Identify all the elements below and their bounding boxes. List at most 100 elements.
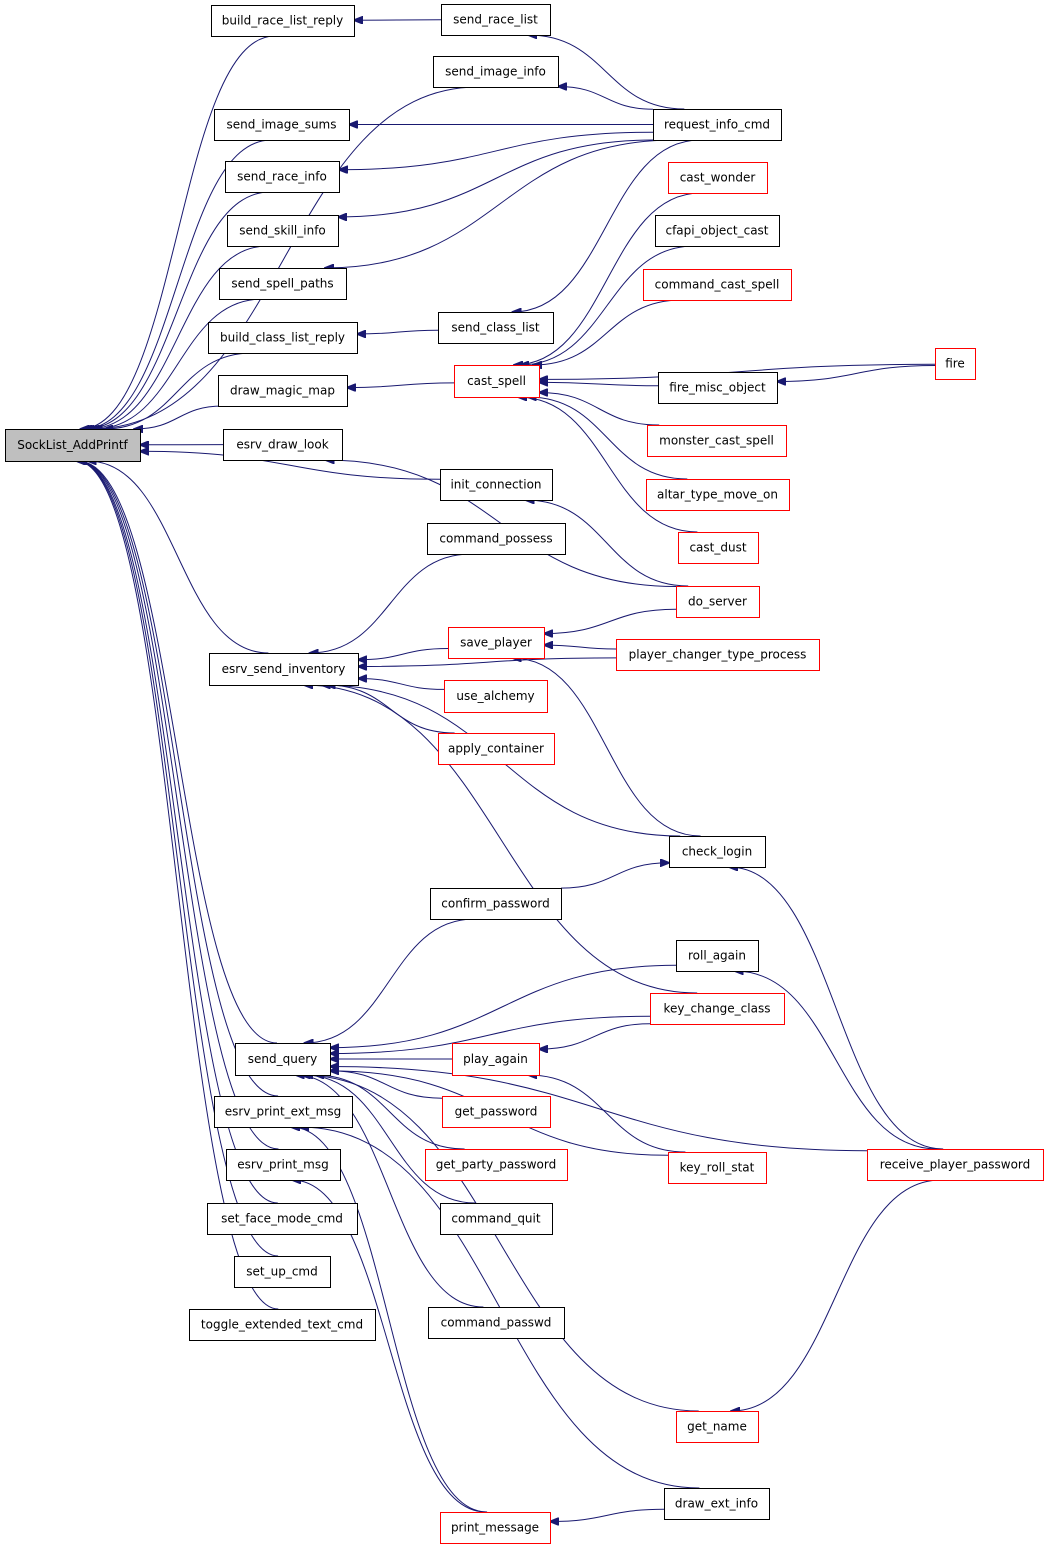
node-draw-magic-map[interactable]: draw_magic_map <box>218 375 348 407</box>
node-label-get-password: get_password <box>455 1105 538 1119</box>
node-box-altar-type-move-on <box>646 479 790 511</box>
node-box-key-roll-stat <box>668 1152 767 1184</box>
node-apply-container[interactable]: apply_container <box>438 733 555 765</box>
node-draw-ext-info[interactable]: draw_ext_info <box>664 1488 770 1520</box>
node-box-send-class-list <box>438 312 554 344</box>
node-request-info-cmd[interactable]: request_info_cmd <box>653 109 782 141</box>
node-label-set-up-cmd: set_up_cmd <box>246 1265 317 1279</box>
node-box-esrv-send-inventory <box>209 653 359 686</box>
node-cast-dust[interactable]: cast_dust <box>678 532 759 564</box>
node-monster-cast-spell[interactable]: monster_cast_spell <box>647 425 787 457</box>
node-command-cast-spell[interactable]: command_cast_spell <box>643 269 792 301</box>
node-box-request-info-cmd <box>653 109 782 141</box>
node-play-again[interactable]: play_again <box>452 1043 540 1076</box>
node-label-esrv-print-msg: esrv_print_msg <box>237 1158 328 1172</box>
node-box-send-query <box>235 1043 331 1076</box>
node-build-race-list-reply[interactable]: build_race_list_reply <box>211 5 355 37</box>
node-send-image-sums[interactable]: send_image_sums <box>214 109 350 141</box>
node-box-print-message <box>440 1512 551 1544</box>
node-esrv-print-ext-msg[interactable]: esrv_print_ext_msg <box>214 1096 353 1128</box>
node-socklist-addprintf[interactable]: SockList_AddPrintf <box>5 429 141 462</box>
node-send-class-list[interactable]: send_class_list <box>438 312 554 344</box>
node-fire[interactable]: fire <box>935 348 976 380</box>
node-box-confirm-password <box>430 888 562 920</box>
edge-receive-player-password-to-roll-again <box>735 971 938 1150</box>
node-box-get-name <box>676 1411 759 1443</box>
edge-confirm-password-to-check-login <box>560 863 669 889</box>
node-box-do-server <box>676 586 760 618</box>
node-cfapi-object-cast[interactable]: cfapi_object_cast <box>655 215 780 247</box>
node-label-check-login: check_login <box>682 845 752 859</box>
node-label-command-cast-spell: command_cast_spell <box>655 278 780 292</box>
node-box-esrv-print-msg <box>226 1149 341 1181</box>
node-toggle-extended-text-cmd[interactable]: toggle_extended_text_cmd <box>189 1309 376 1341</box>
edge-request-info-cmd-to-send-race-list <box>528 35 685 110</box>
node-label-set-face-mode-cmd: set_face_mode_cmd <box>221 1212 343 1226</box>
node-box-command-possess <box>427 523 566 555</box>
node-box-apply-container <box>438 733 555 765</box>
node-use-alchemy[interactable]: use_alchemy <box>444 680 548 713</box>
node-save-player[interactable]: save_player <box>448 627 545 659</box>
node-command-passwd[interactable]: command_passwd <box>428 1307 565 1339</box>
edge-fire-to-fire-misc-object <box>777 365 936 382</box>
edge-cfapi-object-cast-to-cast-spell <box>520 245 695 365</box>
node-box-check-login <box>669 836 766 868</box>
node-send-skill-info[interactable]: send_skill_info <box>227 215 339 247</box>
node-esrv-print-msg[interactable]: esrv_print_msg <box>226 1149 341 1181</box>
node-send-spell-paths[interactable]: send_spell_paths <box>219 268 347 300</box>
edge-command-cast-spell-to-cast-spell <box>533 299 682 365</box>
node-box-cast-wonder <box>668 162 768 194</box>
node-get-name[interactable]: get_name <box>676 1411 759 1443</box>
node-do-server[interactable]: do_server <box>676 586 760 618</box>
node-get-password[interactable]: get_password <box>442 1096 551 1128</box>
node-esrv-draw-look[interactable]: esrv_draw_look <box>223 429 343 461</box>
edge-send-spell-paths-to-socklist-addprintf <box>93 298 263 429</box>
edge-command-possess-to-esrv-send-inventory <box>310 553 471 653</box>
node-label-fire: fire <box>945 357 965 371</box>
node-check-login[interactable]: check_login <box>669 836 766 868</box>
node-label-monster-cast-spell: monster_cast_spell <box>659 434 774 448</box>
node-print-message[interactable]: print_message <box>440 1512 551 1544</box>
node-send-race-list[interactable]: send_race_list <box>441 4 551 36</box>
edge-receive-player-password-to-get-name <box>731 1179 941 1411</box>
edge-build-race-list-reply-to-socklist-addprintf <box>80 35 275 429</box>
node-label-save-player: save_player <box>460 636 532 650</box>
node-roll-again[interactable]: roll_again <box>676 940 759 972</box>
node-altar-type-move-on[interactable]: altar_type_move_on <box>646 479 790 511</box>
node-command-quit[interactable]: command_quit <box>440 1203 553 1235</box>
node-init-connection[interactable]: init_connection <box>440 469 553 501</box>
edge-request-info-cmd-to-send-skill-info <box>338 139 654 217</box>
node-cast-spell[interactable]: cast_spell <box>454 365 540 398</box>
node-label-get-name: get_name <box>687 1420 747 1434</box>
node-label-key-change-class: key_change_class <box>664 1002 771 1016</box>
edge-draw-magic-map-to-socklist-addprintf <box>134 405 223 429</box>
node-key-roll-stat[interactable]: key_roll_stat <box>668 1152 767 1184</box>
edge-save-player-to-esrv-send-inventory <box>358 648 449 660</box>
node-box-send-spell-paths <box>219 268 347 300</box>
node-send-image-info[interactable]: send_image_info <box>433 56 559 88</box>
node-box-build-race-list-reply <box>211 5 355 37</box>
edge-player-changer-type-process-to-esrv-send-inventory <box>358 657 617 667</box>
node-label-socklist-addprintf: SockList_AddPrintf <box>17 438 128 452</box>
edge-print-message-to-esrv-print-msg <box>292 1180 486 1513</box>
node-confirm-password[interactable]: confirm_password <box>430 888 562 920</box>
node-key-change-class[interactable]: key_change_class <box>650 993 785 1025</box>
node-set-face-mode-cmd[interactable]: set_face_mode_cmd <box>207 1203 358 1235</box>
node-esrv-send-inventory[interactable]: esrv_send_inventory <box>209 653 359 686</box>
node-label-init-connection: init_connection <box>450 478 541 492</box>
node-cast-wonder[interactable]: cast_wonder <box>668 162 768 194</box>
node-box-build-class-list-reply <box>208 322 358 354</box>
node-set-up-cmd[interactable]: set_up_cmd <box>234 1256 331 1288</box>
node-label-altar-type-move-on: altar_type_move_on <box>657 488 778 502</box>
node-send-query[interactable]: send_query <box>235 1043 331 1076</box>
node-player-changer-type-process[interactable]: player_changer_type_process <box>616 639 820 671</box>
node-label-roll-again: roll_again <box>688 949 746 963</box>
node-send-race-info[interactable]: send_race_info <box>225 161 340 193</box>
node-get-party-password[interactable]: get_party_password <box>425 1149 568 1181</box>
node-receive-player-password[interactable]: receive_player_password <box>867 1149 1044 1181</box>
node-build-class-list-reply[interactable]: build_class_list_reply <box>208 322 358 354</box>
node-box-get-password <box>442 1096 551 1128</box>
node-command-possess[interactable]: command_possess <box>427 523 566 555</box>
edge-draw-ext-info-to-print-message <box>550 1508 665 1521</box>
node-fire-misc-object[interactable]: fire_misc_object <box>658 372 778 404</box>
